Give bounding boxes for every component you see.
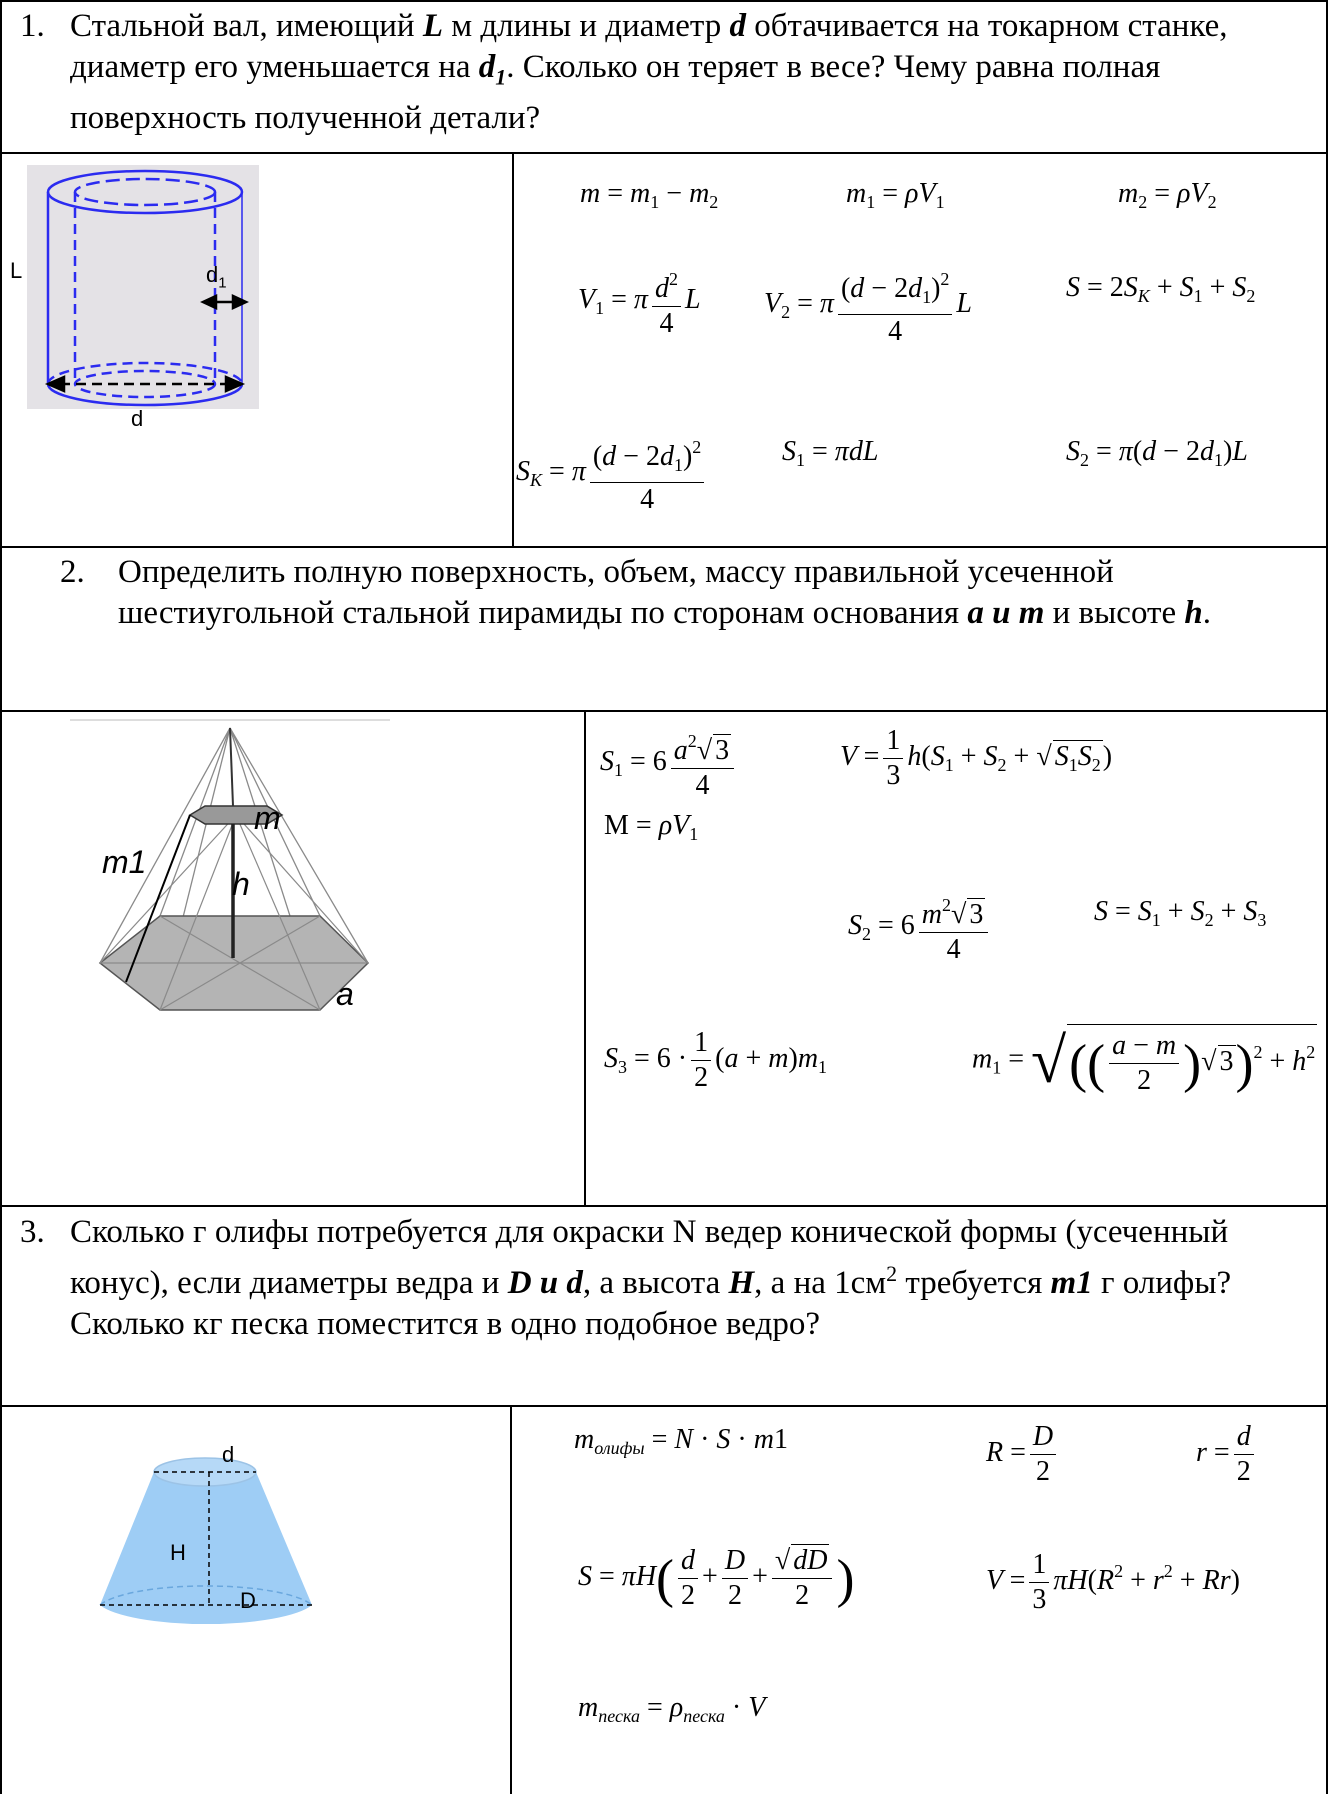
figure-label-d: d xyxy=(222,1442,235,1467)
formula-m-olify: mолифы = N · S · m1 xyxy=(574,1424,788,1458)
figure-label-m1: m1 xyxy=(102,844,147,880)
task-number: 1. xyxy=(20,8,45,44)
variable-L: L xyxy=(422,8,443,44)
task-number: 2. xyxy=(60,554,85,590)
task-text: Определить полную поверхность, объем, ма… xyxy=(118,554,1114,631)
task-text: . xyxy=(1202,595,1211,631)
variable-H: H xyxy=(728,1265,755,1301)
row-divider xyxy=(0,546,1328,548)
figure-label-d1: d1 xyxy=(206,262,227,292)
task-text: . Сколько он теряет в весе? Чему равна п… xyxy=(70,49,1161,136)
formula-S: S = 2SK + S1 + S2 xyxy=(1066,272,1256,306)
table-border-top xyxy=(0,0,1328,2)
task-text: м длины и диаметр xyxy=(442,8,730,44)
variable-m1: m1 xyxy=(1050,1265,1093,1301)
figure-label-L: L xyxy=(10,258,23,283)
table-border-left xyxy=(0,0,2,1794)
formula-S-pyramid: S = S1 + S2 + S3 xyxy=(1094,896,1267,930)
task-1-text: 1. Стальной вал, имеющий L м длины и диа… xyxy=(20,6,1300,139)
truncated-pyramid-figure xyxy=(70,719,390,1011)
figure-label-d: d xyxy=(131,406,144,431)
figure-label-D: D xyxy=(240,1588,256,1613)
figure-label-m: m xyxy=(254,800,281,836)
column-divider xyxy=(510,1405,512,1794)
task-text: требуется xyxy=(897,1265,1051,1301)
row-divider xyxy=(0,1205,1328,1207)
variable-D-and-d: D и d xyxy=(507,1265,583,1301)
task-text: Стальной вал, имеющий xyxy=(70,8,423,44)
task-text: и высоте xyxy=(1044,595,1185,631)
variable-d1: d1 xyxy=(478,49,507,90)
row-divider xyxy=(0,1405,1328,1407)
task-text: , а высота xyxy=(582,1265,729,1301)
truncated-cone-figure xyxy=(99,1457,313,1625)
row-divider xyxy=(0,152,1328,154)
table-border-right xyxy=(1326,0,1328,1794)
task-text: обтачивается на токарном станке, диаметр… xyxy=(70,8,1228,85)
task-2-text: 2. Определить полную поверхность, объем,… xyxy=(20,552,1300,634)
task-number: 3. xyxy=(20,1214,45,1250)
formula-m-peska: mпеска = ρпеска · V xyxy=(578,1692,766,1726)
column-divider xyxy=(512,152,514,546)
formula-M: M = ρV1 xyxy=(604,810,699,844)
formula-m2: m2 = ρV2 xyxy=(1118,178,1217,212)
column-divider xyxy=(584,710,586,1205)
formula-S2: S2 = π(d − 2d1)L xyxy=(1066,436,1248,470)
figure-label-H: H xyxy=(170,1540,186,1565)
variable-h: h xyxy=(1184,595,1203,631)
variable-a-and-m: a и m xyxy=(967,595,1045,631)
figure-label-a: a xyxy=(336,976,354,1012)
variable-d: d xyxy=(729,8,746,44)
figure-label-h: h xyxy=(232,866,250,902)
task-text: г олифы? Сколько кг песка поместится в о… xyxy=(70,1265,1232,1342)
formula-m1: m1 = ρV1 xyxy=(846,178,945,212)
task-text: , а на 1см xyxy=(754,1265,887,1301)
row-divider xyxy=(0,710,1328,712)
formula-S1: S1 = πdL xyxy=(782,436,879,470)
hollow-cylinder-figure xyxy=(27,165,259,409)
task-3-text: 3. Сколько г олифы потребуется для окрас… xyxy=(20,1214,1232,1342)
formula-m: m = m1 − m2 xyxy=(580,178,719,212)
task-text: Сколько г олифы потребуется для окраски … xyxy=(70,1214,1229,1301)
